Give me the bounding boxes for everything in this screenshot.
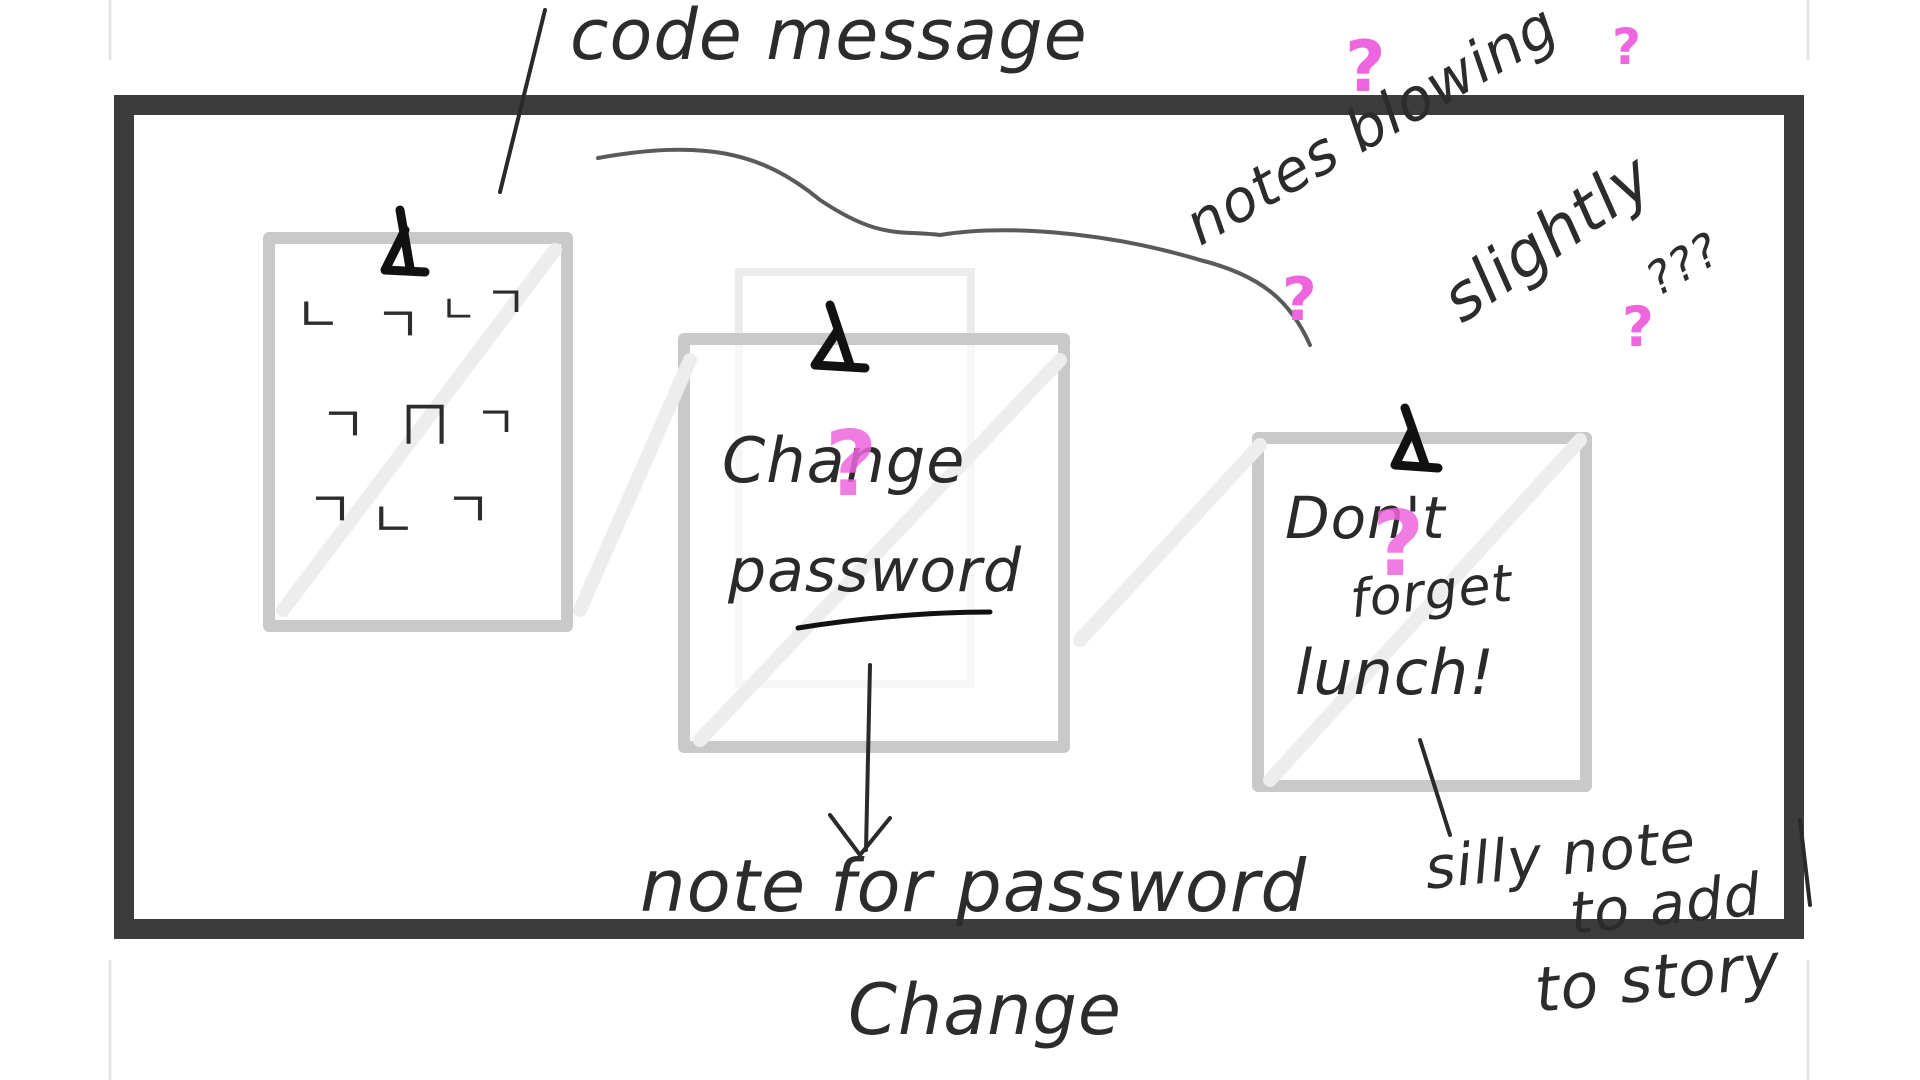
- to-story-label: to story: [1531, 928, 1785, 1027]
- code-glyph: ㄴ: [295, 286, 342, 344]
- magenta-question-mark-icon: ?: [1372, 492, 1425, 597]
- code-glyph: ㄴ: [370, 491, 417, 549]
- lunch-note-line3: lunch!: [1295, 636, 1496, 709]
- code-message-label: code message: [570, 0, 1088, 76]
- code-glyph: ㄱ: [307, 481, 354, 539]
- code-glyph: ㄱ: [375, 296, 422, 354]
- code-glyph: ㄇ: [400, 396, 451, 454]
- magenta-question-mark-icon: ?: [1622, 295, 1654, 359]
- lunch-note-line1: Don't: [1285, 484, 1446, 552]
- password-note-line1: Change: [722, 424, 966, 497]
- note-for-password-label: note for password: [640, 844, 1308, 928]
- code-glyph: ㄴ: [440, 287, 478, 333]
- code-note-glyphs: ㄴ ㄱ ㄴ ㄱ ㄱ ㄇ ㄱ ㄱ ㄴ ㄱ: [295, 280, 535, 590]
- code-glyph: ㄱ: [320, 396, 367, 454]
- change-label: Change: [848, 969, 1123, 1051]
- code-glyph: ㄱ: [445, 481, 492, 539]
- password-note-line2: password: [728, 536, 1022, 606]
- magenta-question-mark-icon: ?: [825, 412, 878, 517]
- code-glyph: ㄱ: [485, 276, 528, 329]
- magenta-question-mark-icon: ?: [1612, 18, 1642, 76]
- magenta-question-mark-icon: ?: [1345, 26, 1386, 108]
- code-glyph: ㄱ: [475, 396, 518, 449]
- magenta-question-mark-icon: ?: [1282, 265, 1317, 335]
